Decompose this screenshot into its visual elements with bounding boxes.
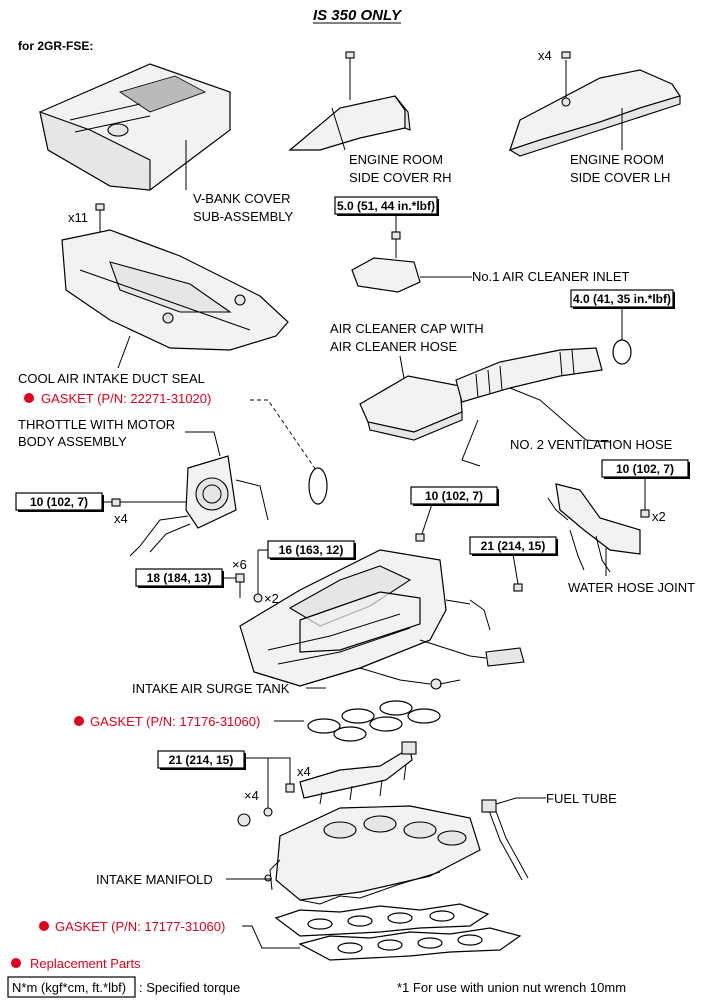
side-cover-lh-drawing [508, 51, 681, 157]
air-cleaner-cap-label-2: AIR CLEANER HOSE [330, 339, 457, 354]
side-cover-rh-leader [331, 107, 346, 151]
gasket-3-label: GASKET (P/N: 17177-31060) [55, 919, 225, 934]
qty-manifold-nut: ×4 [244, 788, 259, 803]
throttle-body-drawing [129, 455, 269, 557]
qty-surge-nut: ×2 [264, 591, 279, 606]
replacement-dot-2 [74, 716, 84, 726]
qty-side-cover-lh: x4 [538, 48, 552, 63]
vbank-label-1: V-BANK COVER [193, 191, 291, 206]
qty-surge-bolt: ×6 [232, 557, 247, 572]
legend-torque-box [7, 976, 136, 998]
side-cover-rh-drawing [288, 51, 411, 151]
torque-box-10-throttle: 10 (102, 7) [15, 492, 104, 512]
svg-text:10 (102, 7): 10 (102, 7) [425, 489, 483, 503]
duct-seal-drawing [61, 229, 289, 351]
air-cleaner-cap-label-1: AIR CLEANER CAP WITH [330, 321, 484, 336]
torque-box-18: 18 (184, 13) [135, 568, 224, 588]
gasket-1-drawing [308, 467, 328, 505]
legend-footnote: *1 For use with union nut wrench 10mm [397, 980, 626, 995]
water-hose-joint-label: WATER HOSE JOINT [568, 580, 695, 595]
qty-water-bolt: x2 [652, 509, 666, 524]
svg-text:4.0 (41, 35 in.*lbf): 4.0 (41, 35 in.*lbf) [573, 292, 671, 306]
gasket-2-label: GASKET (P/N: 17176-31060) [90, 714, 260, 729]
gasket-2-drawing [307, 700, 441, 742]
torque-box-21-left: 21 (214, 15) [157, 750, 246, 770]
torque-box-21-right: 21 (214, 15) [469, 536, 558, 556]
qty-duct-seal: x11 [68, 210, 88, 225]
svg-text:21 (214, 15): 21 (214, 15) [481, 539, 546, 553]
replacement-dot-1 [24, 393, 34, 403]
svg-text:10 (102, 7): 10 (102, 7) [30, 495, 88, 509]
air-cleaner-inlet-label: No.1 AIR CLEANER INLET [472, 269, 630, 284]
qty-throttle-bolt: x4 [114, 511, 128, 526]
throttle-label-2: BODY ASSEMBLY [18, 434, 127, 449]
intake-manifold-label: INTAKE MANIFOLD [96, 872, 213, 887]
water-hose-joint-drawing [547, 483, 641, 573]
gasket-3-drawing [274, 903, 522, 961]
gasket-1-label: GASKET (P/N: 22271-31020) [41, 391, 211, 406]
side-cover-lh-label-2: SIDE COVER LH [570, 170, 670, 185]
svg-text:16 (163, 12): 16 (163, 12) [279, 543, 344, 557]
air-cleaner-inlet-drawing [351, 257, 421, 293]
legend-torque-units: N*m (kgf*cm, ft.*lbf) [12, 980, 126, 995]
torque-box-4-0: 4.0 (41, 35 in.*lbf) [570, 289, 675, 309]
qty-manifold-bolt: x4 [297, 764, 311, 779]
intake-manifold-drawing [264, 805, 481, 905]
legend-replacement-label: Replacement Parts [30, 956, 141, 971]
engine-note: for 2GR-FSE: [18, 39, 93, 53]
legend-torque-desc: : Specified torque [139, 980, 240, 995]
page-title: IS 350 ONLY [313, 7, 403, 24]
vbank-label-2: SUB-ASSEMBLY [193, 209, 294, 224]
torque-box-10-surge: 10 (102, 7) [410, 486, 499, 506]
fuel-tube-label: FUEL TUBE [546, 791, 617, 806]
svg-text:21 (214, 15): 21 (214, 15) [169, 753, 234, 767]
throttle-label-1: THROTTLE WITH MOTOR [18, 417, 175, 432]
surge-tank-label: INTAKE AIR SURGE TANK [132, 681, 290, 696]
legend-replacement-dot [11, 958, 21, 968]
surge-tank-drawing [239, 549, 525, 690]
duct-seal-label: COOL AIR INTAKE DUCT SEAL [18, 371, 205, 386]
vbank-cover-drawing [39, 63, 231, 191]
svg-text:10 (102, 7): 10 (102, 7) [616, 462, 674, 476]
svg-text:18 (184, 13): 18 (184, 13) [147, 571, 212, 585]
ventilation-hose-label: NO. 2 VENTILATION HOSE [510, 437, 673, 452]
replacement-dot-3 [39, 921, 49, 931]
fuel-tube-drawing [299, 741, 529, 881]
side-cover-lh-label-1: ENGINE ROOM [570, 152, 664, 167]
air-cleaner-cap-drawing [359, 347, 603, 467]
torque-box-5-0: 5.0 (51, 44 in.*lbf) [334, 196, 439, 216]
torque-box-16: 16 (163, 12) [267, 540, 356, 560]
side-cover-rh-label-1: ENGINE ROOM [349, 152, 443, 167]
torque-box-10-water: 10 (102, 7) [601, 459, 690, 479]
side-cover-rh-label-2: SIDE COVER RH [349, 170, 452, 185]
svg-text:5.0 (51, 44 in.*lbf): 5.0 (51, 44 in.*lbf) [337, 199, 435, 213]
